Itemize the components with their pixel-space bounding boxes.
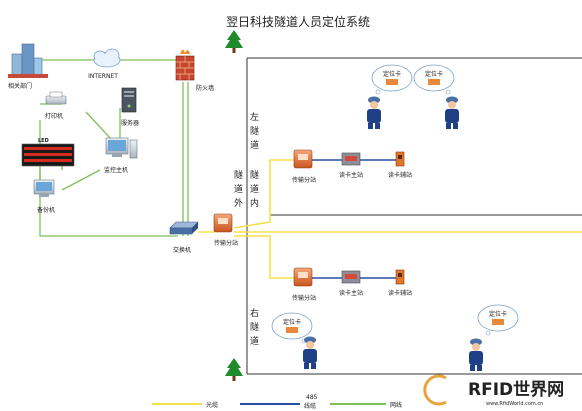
svg-text:右: 右	[250, 307, 259, 319]
svg-text:隧: 隧	[250, 321, 259, 333]
svg-text:隧: 隧	[250, 125, 259, 137]
led-board-icon	[21, 143, 75, 167]
transfer-station-icon	[293, 267, 313, 287]
firewall-label: 防火墙	[196, 84, 214, 92]
rs485-cables	[312, 159, 398, 279]
printer-label: 打印机	[45, 112, 63, 120]
firewall-icon	[175, 49, 195, 81]
outside-tunnel-label: 隧 道 外	[234, 169, 243, 209]
svg-text:道: 道	[250, 183, 259, 195]
svg-text:外: 外	[234, 197, 243, 209]
legend: 光缆 485 线缆 网线	[152, 394, 402, 410]
tag-bubble	[271, 312, 313, 344]
left-tunnel-label: 左 隧 道	[250, 111, 259, 151]
inside-tunnel-label: 隧 道 内	[250, 169, 259, 209]
led-label: LED	[38, 138, 49, 144]
worker-icon	[469, 338, 483, 371]
svg-text:道: 道	[250, 335, 259, 347]
worker-icon	[303, 336, 317, 369]
svg-text:道: 道	[250, 139, 259, 151]
optical-cables	[198, 159, 582, 279]
building-icon	[8, 43, 48, 78]
watermark-url: www.RfidWorld.com.cn	[486, 401, 543, 407]
transfer-station-icon	[293, 149, 313, 169]
tag-bubble	[413, 64, 455, 95]
tag-top1-label: 定位卡	[383, 70, 401, 78]
legend-network-label: 网线	[390, 401, 402, 409]
tag-bot2-label: 定位卡	[489, 310, 507, 318]
diagram-title: 翌日科技隧道人员定位系统	[226, 14, 370, 29]
legend-485-label2: 线缆	[304, 402, 316, 410]
transfer-top-label: 传输分站	[292, 176, 316, 184]
transfer-out-label: 传输分站	[214, 239, 238, 247]
worker-icon	[367, 96, 381, 129]
tag-bubble	[371, 64, 413, 95]
svg-text:隧: 隧	[250, 169, 259, 181]
reader-main-icon	[341, 270, 361, 284]
tag-bot1-label: 定位卡	[283, 318, 301, 326]
svg-text:内: 内	[250, 197, 259, 209]
transfer-bot-label: 传输分站	[292, 294, 316, 302]
cloud-icon	[93, 48, 121, 68]
tree-icon	[225, 358, 243, 381]
rfid-world-logo: RFID世界网 www.RfidWorld.com.cn	[423, 374, 564, 407]
printer-icon	[45, 91, 67, 105]
right-tunnel-label: 右 隧 道	[250, 307, 259, 347]
tag-bubble	[477, 304, 519, 336]
switch-icon	[169, 221, 199, 235]
dept-label: 相关部门	[8, 82, 32, 90]
switch-label: 交换机	[173, 246, 191, 254]
reader-aux-bot-label: 读卡辅站	[388, 289, 412, 297]
internet-label: INTERNET	[88, 73, 118, 80]
tree-icon	[225, 30, 243, 53]
monitor-host-label: 监控主机	[104, 166, 128, 174]
network-cables	[39, 59, 189, 237]
svg-text:左: 左	[250, 111, 259, 123]
reader-main-top-label: 读卡主站	[339, 171, 363, 179]
svg-text:隧: 隧	[234, 169, 243, 181]
transfer-station-icon	[213, 213, 233, 233]
reader-aux-icon	[395, 269, 405, 285]
legend-optical-label: 光缆	[206, 401, 218, 409]
tunnel-frame	[246, 57, 582, 375]
tag-top2-label: 定位卡	[425, 70, 443, 78]
watermark-brand: RFID世界网	[468, 380, 564, 400]
reader-aux-top-label: 读卡辅站	[388, 171, 412, 179]
server-label: 服务器	[121, 119, 139, 127]
backup-pc-icon	[33, 179, 55, 197]
reader-main-bot-label: 读卡主站	[339, 289, 363, 297]
backup-label: 备份机	[37, 206, 55, 214]
reader-main-icon	[341, 152, 361, 166]
worker-icon	[445, 96, 459, 129]
server-icon	[121, 87, 137, 113]
reader-aux-icon	[395, 151, 405, 167]
svg-text:道: 道	[234, 183, 243, 195]
legend-485-label: 485	[306, 394, 318, 401]
monitor-host-icon	[105, 137, 138, 159]
